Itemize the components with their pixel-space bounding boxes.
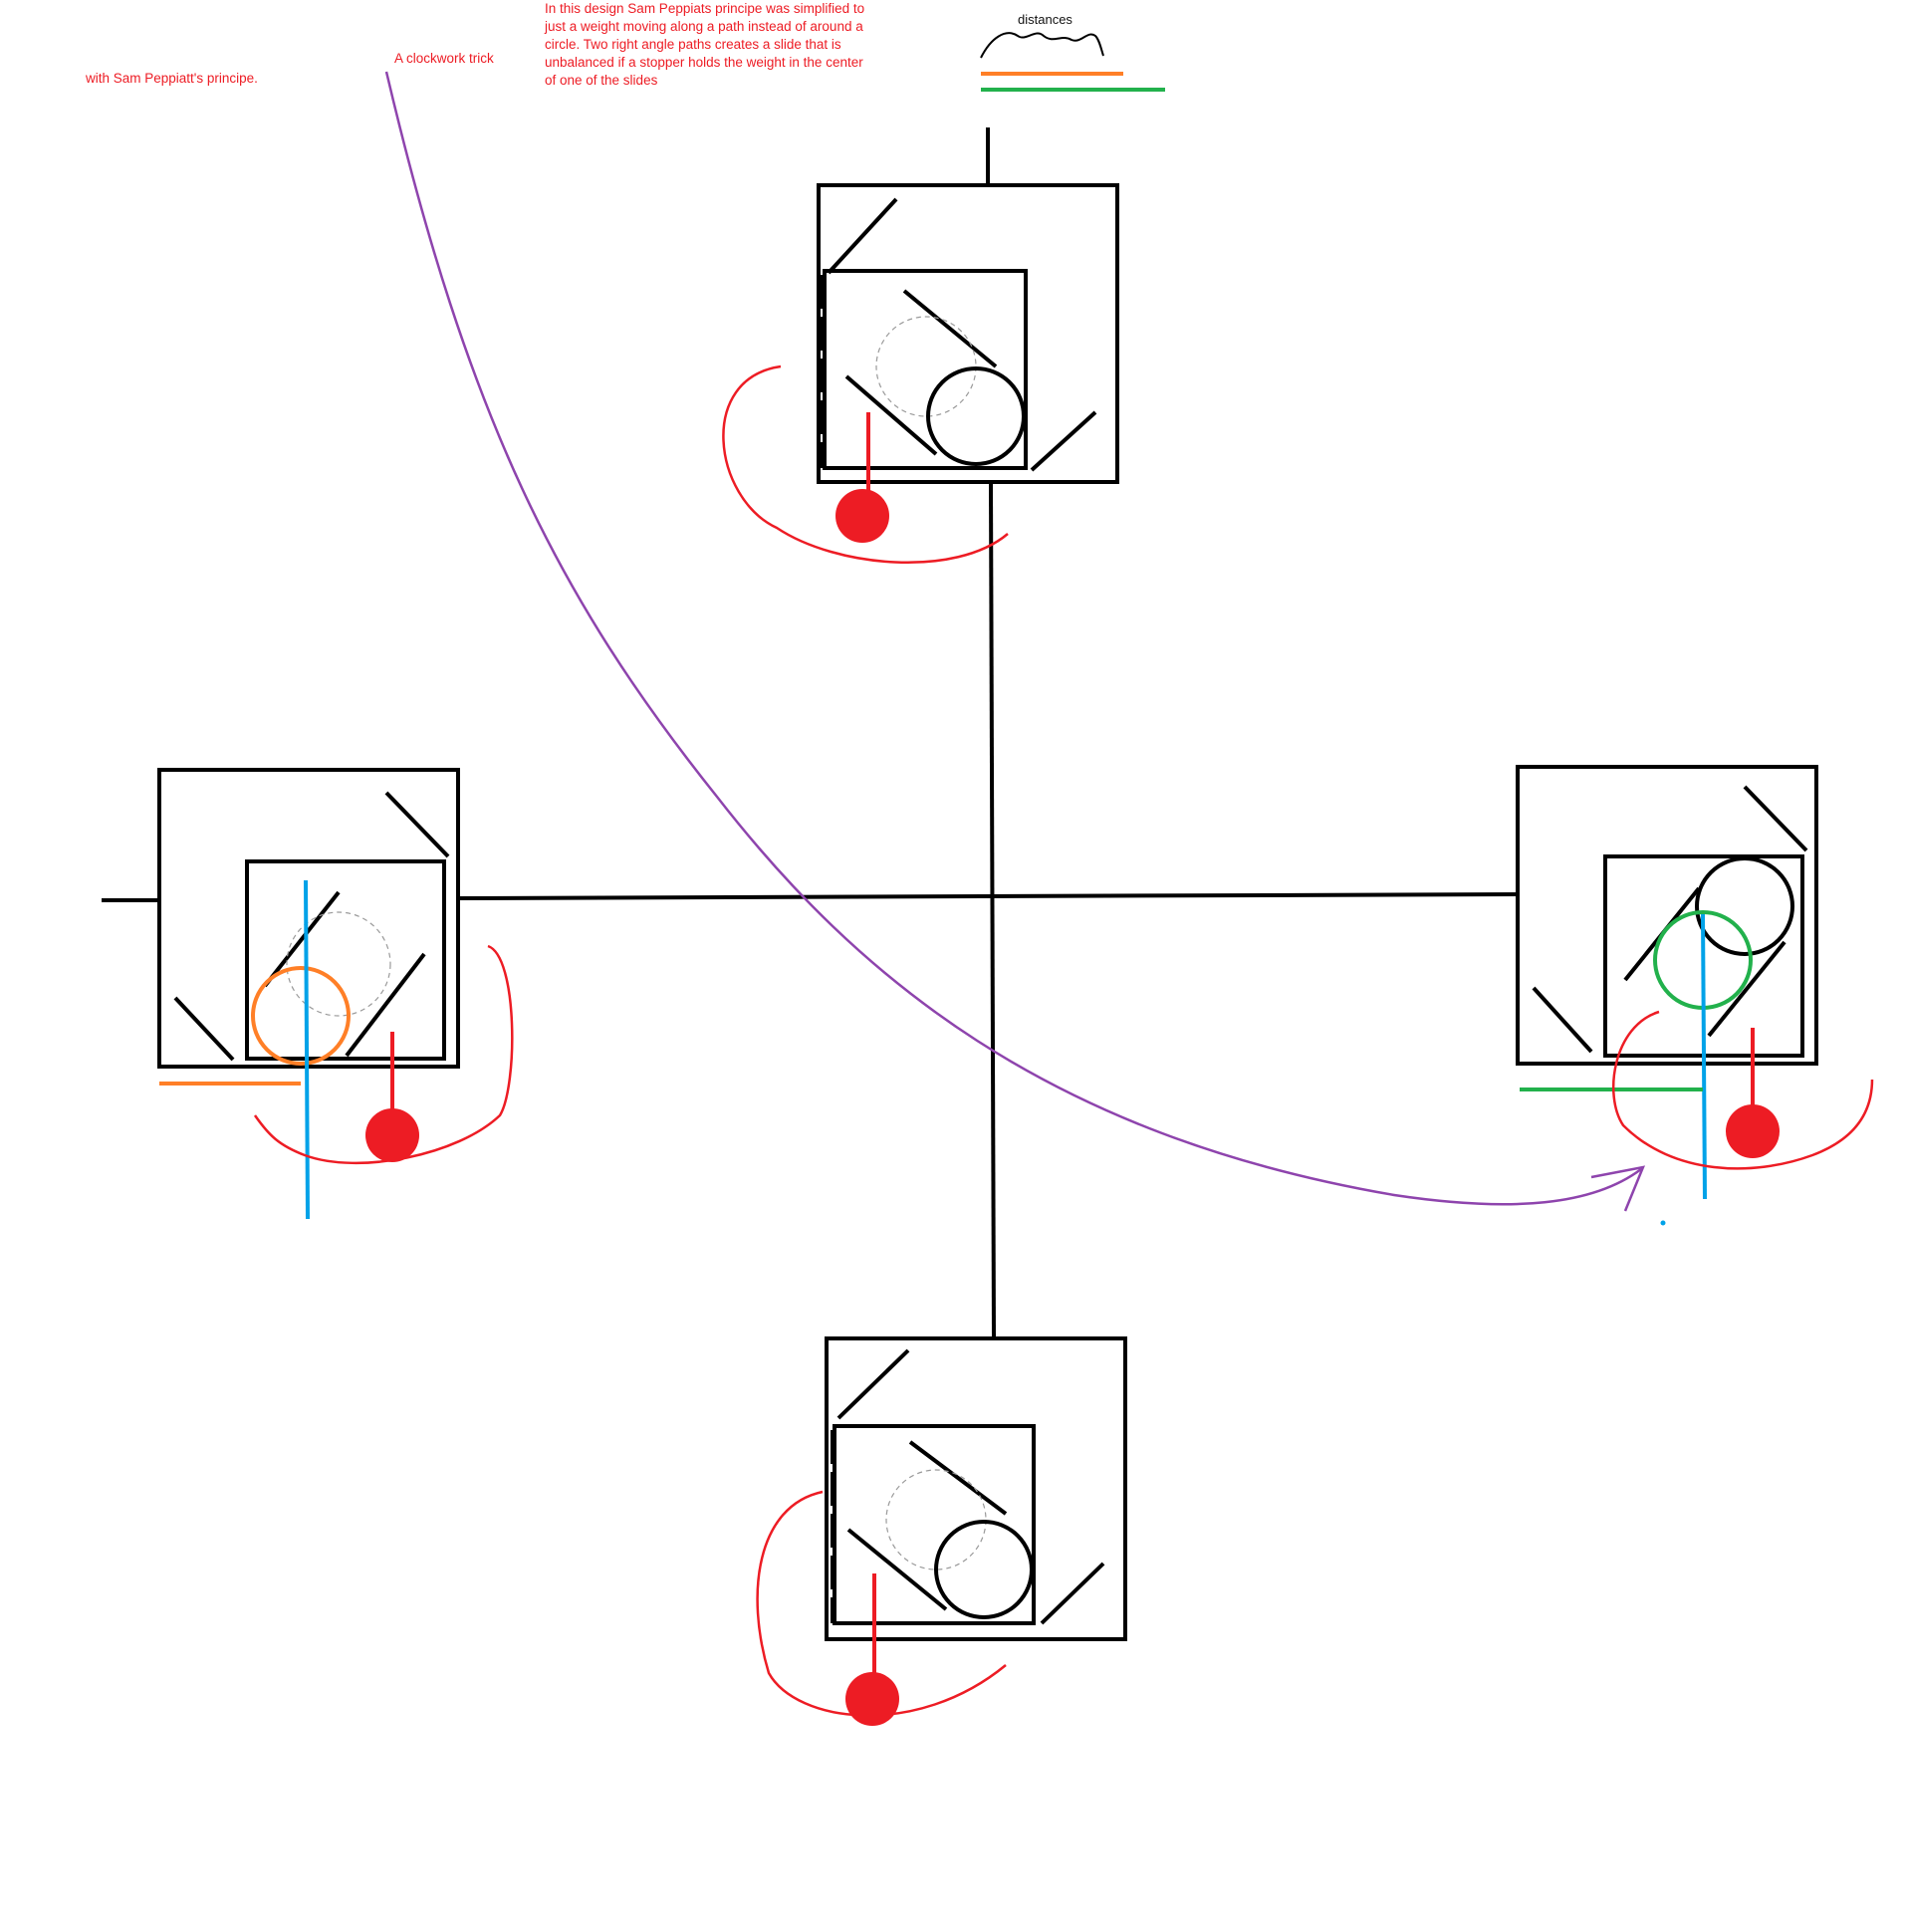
right-swing-arc — [1611, 1010, 1874, 1170]
bottom-slide-rail-inner-b — [846, 1528, 948, 1611]
bottom-outer-box — [825, 1336, 1127, 1641]
top-inner-box — [823, 269, 1028, 470]
distances-legend — [980, 32, 1165, 92]
left-inner-box — [245, 859, 446, 1061]
left-slide-rail-lower — [173, 996, 235, 1062]
right-center-line — [1701, 913, 1707, 1200]
frame-vertical-arm — [989, 482, 996, 1337]
bottom-ghost-weight — [885, 1469, 987, 1570]
weight-pendulum-icon — [365, 1108, 419, 1162]
cross-frame — [102, 127, 1519, 1337]
distance-wave-icon — [980, 32, 1104, 59]
clockwork-trick-label: A clockwork trick — [394, 51, 494, 66]
weight-pendulum-icon — [1726, 1104, 1780, 1158]
bottom-unit — [756, 1336, 1127, 1726]
top-unit — [722, 183, 1119, 564]
top-slide-rail-upper — [827, 197, 898, 275]
right-slide-rail-lower — [1532, 986, 1593, 1054]
stray-dot — [1660, 1220, 1666, 1226]
weight-pendulum-icon — [835, 489, 889, 543]
left-slide-rail-inner-a — [263, 890, 341, 988]
left-slide-rail-upper — [384, 791, 450, 858]
top-slide-rail-inner-b — [844, 374, 938, 456]
top-swing-arc — [722, 364, 1009, 564]
top-slide-rail-lower — [1030, 410, 1097, 472]
right-slide-rail-upper — [1743, 785, 1808, 852]
rotation-arrow-icon — [384, 71, 1646, 1212]
distances-label: distances — [1018, 12, 1072, 27]
bottom-slide-rail-inner-a — [908, 1440, 1008, 1516]
top-outer-box — [817, 183, 1119, 484]
top-slide-rail-inner-a — [902, 289, 998, 368]
left-outer-box — [157, 768, 460, 1069]
right-unit — [1516, 765, 1874, 1200]
left-ghost-weight — [286, 911, 391, 1017]
design-description-note: In this design Sam Peppiats principe was… — [545, 1, 865, 88]
bottom-slide-rail-lower — [1040, 1562, 1105, 1625]
frame-horizontal-arm — [457, 892, 1519, 900]
right-slide-rail-inner-b — [1707, 940, 1787, 1038]
right-weight-ring — [1695, 856, 1794, 956]
left-swing-arc — [253, 944, 514, 1165]
bottom-slide-rail-upper — [836, 1348, 910, 1420]
bottom-swing-arc — [756, 1490, 1007, 1717]
top-weight-ring — [926, 366, 1026, 466]
left-slide-rail-inner-b — [345, 952, 426, 1058]
right-outer-box — [1516, 765, 1818, 1066]
bottom-weight-ring — [934, 1520, 1034, 1619]
left-unit — [157, 768, 514, 1220]
weight-pendulum-icon — [845, 1672, 899, 1726]
left-center-line — [304, 879, 310, 1220]
principle-note: with Sam Peppiatt's principe. — [86, 71, 258, 86]
top-ghost-weight — [875, 316, 977, 417]
left-weight-ring — [251, 966, 351, 1066]
